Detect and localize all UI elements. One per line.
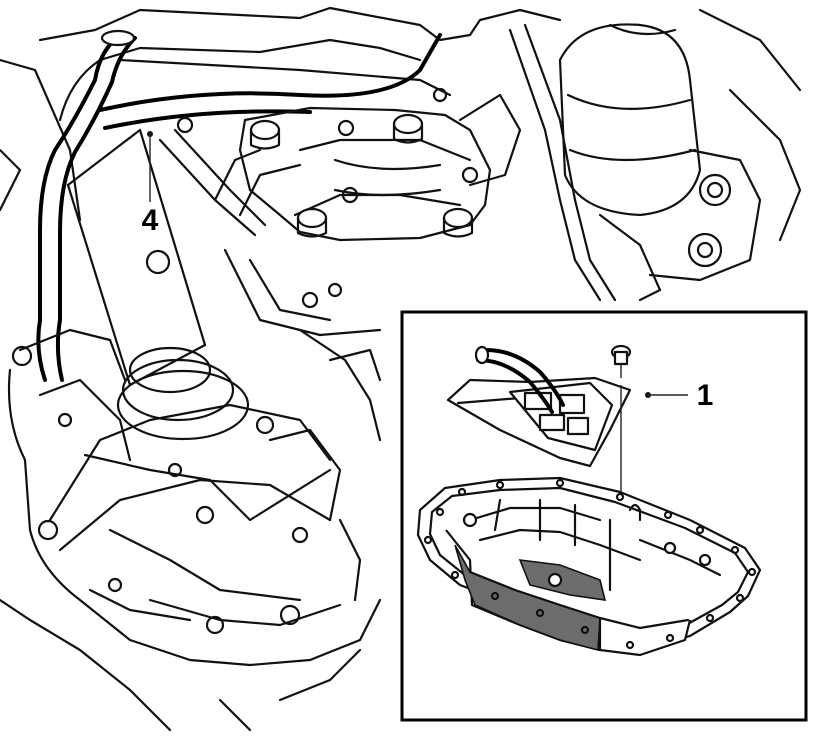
oil-pan [416, 476, 762, 657]
inset-detail: 1 [400, 310, 808, 722]
callout-4-label: 4 [142, 204, 159, 237]
callout-4: 4 [142, 131, 159, 237]
stud-bolt [296, 207, 328, 238]
engine-assembly [0, 6, 802, 732]
oil-pickup-baffle [446, 345, 632, 468]
callout-1-label: 1 [697, 379, 714, 412]
stud-bolt [442, 207, 474, 238]
stud-bolt [392, 113, 424, 144]
stud-bolt [249, 119, 281, 150]
callout-1: 1 [645, 379, 713, 412]
